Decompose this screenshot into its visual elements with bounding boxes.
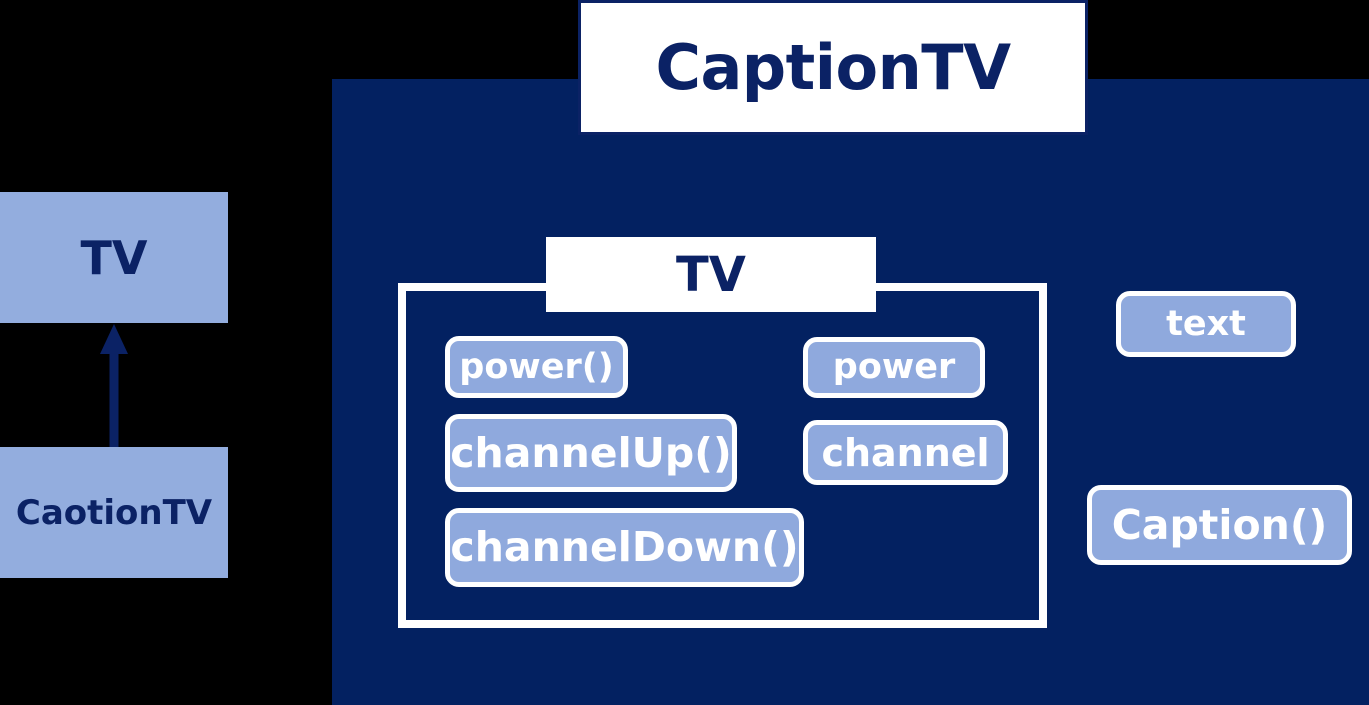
- tv-operation-power[interactable]: power(): [445, 336, 628, 398]
- caption-operation-caption[interactable]: Caption(): [1087, 485, 1352, 565]
- diagram-title-card: CaptionTV: [578, 0, 1088, 135]
- tv-operation-channel-down[interactable]: channelDown(): [445, 508, 804, 587]
- caption-attribute-text[interactable]: text: [1116, 291, 1296, 357]
- tv-class-header: TV: [546, 237, 876, 312]
- tv-attribute-channel[interactable]: channel: [803, 420, 1008, 485]
- tv-operation-channel-up[interactable]: channelUp(): [445, 414, 737, 492]
- generalization-arrow-icon: [86, 320, 142, 452]
- tv-class-header-label: TV: [676, 246, 746, 303]
- inheritance-subclass-label: CaotionTV: [15, 492, 213, 533]
- inheritance-subclass-caotiontv[interactable]: CaotionTV: [0, 447, 228, 578]
- inheritance-superclass-tv[interactable]: TV: [0, 192, 228, 323]
- tv-attribute-power[interactable]: power: [803, 337, 985, 398]
- inheritance-superclass-label: TV: [80, 230, 148, 285]
- page-title: CaptionTV: [655, 30, 1011, 104]
